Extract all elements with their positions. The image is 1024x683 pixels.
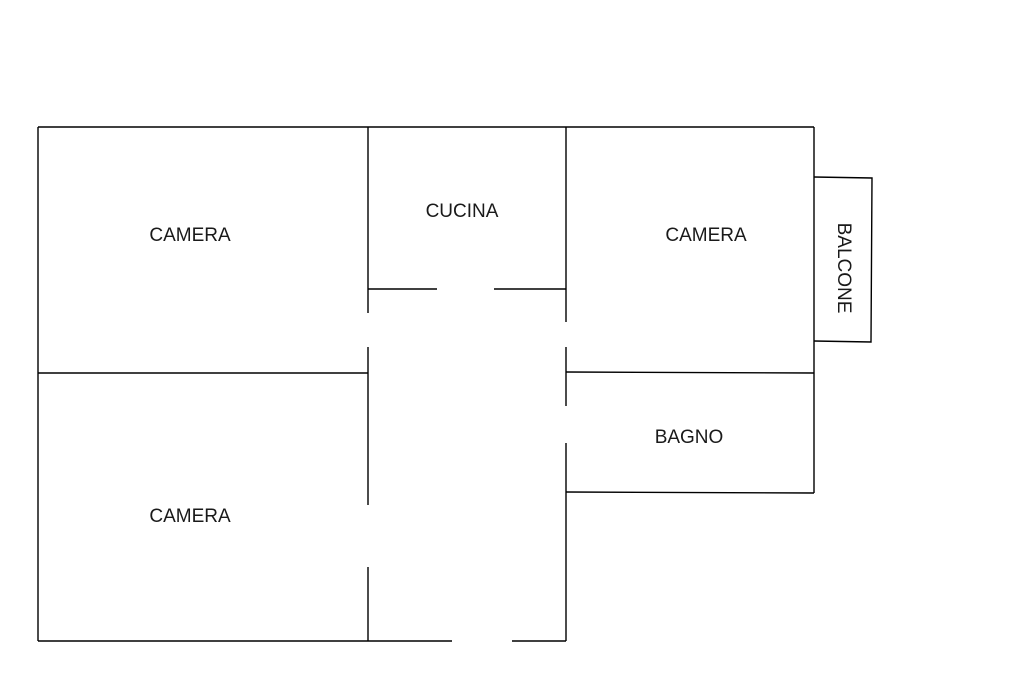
room-label-cucina: CUCINA [426, 201, 499, 222]
room-label-bagno: BAGNO [655, 427, 724, 448]
room-label-camera-bottom-left: CAMERA [149, 506, 231, 527]
room-label-camera-top-left: CAMERA [149, 225, 231, 246]
room-label-balcone: BALCONE [833, 223, 854, 314]
room-label-camera-top-right: CAMERA [665, 225, 747, 246]
room-labels: CAMERA CUCINA CAMERA BALCONE BAGNO CAMER… [149, 201, 854, 527]
wall-bagno-top [565, 371, 815, 374]
wall-bagno-bottom [565, 491, 815, 494]
walls [37, 126, 873, 642]
balcony-outline [813, 176, 873, 343]
